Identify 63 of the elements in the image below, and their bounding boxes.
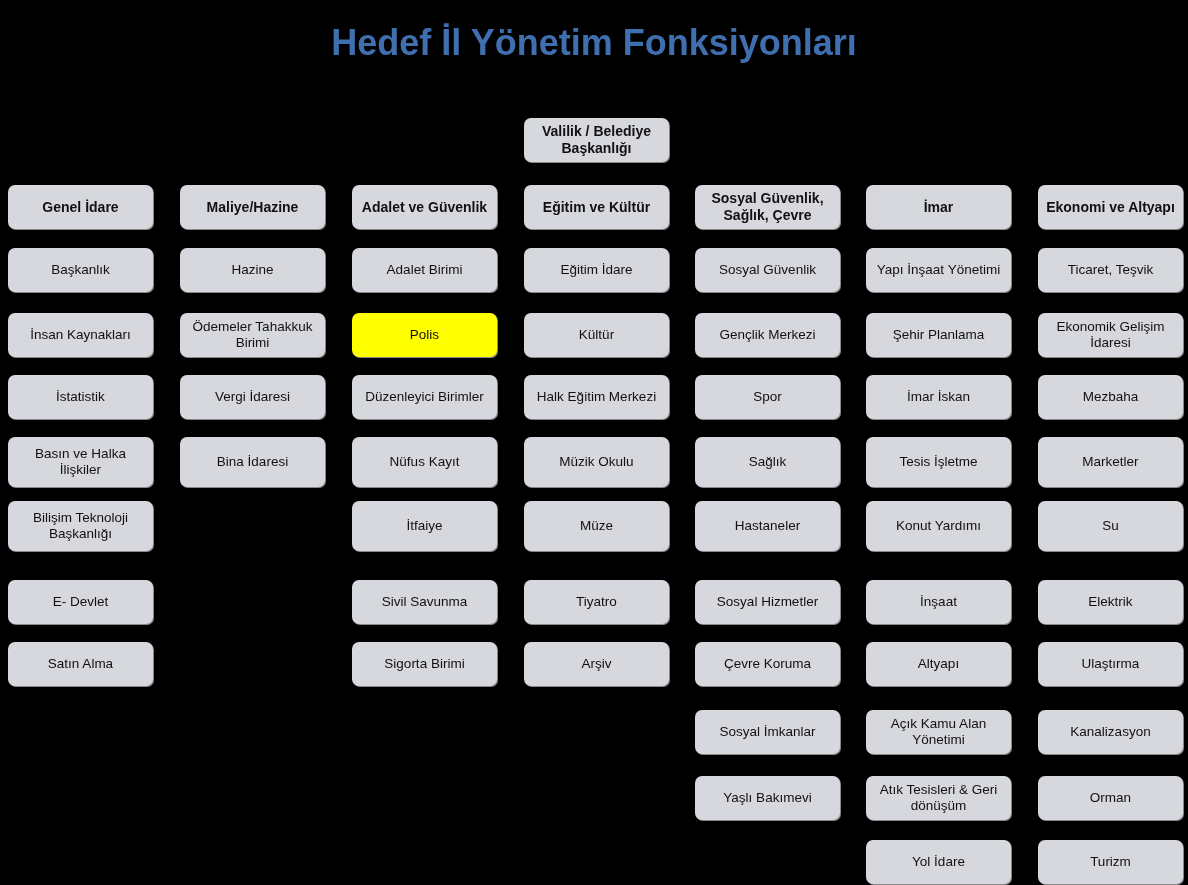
unit-box: Eğitim İdare (524, 248, 669, 292)
department-box: Ekonomi ve Altyapı (1038, 185, 1183, 229)
unit-box: Açık Kamu Alan Yönetimi (866, 710, 1011, 754)
department-box: Genel İdare (8, 185, 153, 229)
unit-box: Sosyal Güvenlik (695, 248, 840, 292)
unit-box: Bina İdaresi (180, 437, 325, 487)
unit-box: E- Devlet (8, 580, 153, 624)
unit-box: İstatistik (8, 375, 153, 419)
unit-box: Kanalizasyon (1038, 710, 1183, 754)
department-box: İmar (866, 185, 1011, 229)
unit-box: Nüfus Kayıt (352, 437, 497, 487)
unit-box: Tiyatro (524, 580, 669, 624)
unit-box: Ekonomik Gelişim İdaresi (1038, 313, 1183, 357)
unit-box: İnsan Kaynakları (8, 313, 153, 357)
unit-box: Spor (695, 375, 840, 419)
unit-box: Düzenleyici Birimler (352, 375, 497, 419)
unit-box: Müzik Okulu (524, 437, 669, 487)
department-box: Adalet ve Güvenlik (352, 185, 497, 229)
unit-box: Hastaneler (695, 501, 840, 551)
unit-box: Sivil Savunma (352, 580, 497, 624)
unit-box: Ödemeler Tahakkuk Birimi (180, 313, 325, 357)
unit-box: Gençlik Merkezi (695, 313, 840, 357)
unit-box: Basın ve Halka İlişkiler (8, 437, 153, 487)
unit-box: Halk Eğitim Merkezi (524, 375, 669, 419)
unit-box: Konut Yardımı (866, 501, 1011, 551)
unit-box: Hazine (180, 248, 325, 292)
unit-box: Polis (352, 313, 497, 357)
unit-box: Satın Alma (8, 642, 153, 686)
unit-box: Şehir Planlama (866, 313, 1011, 357)
unit-box: Atık Tesisleri & Geri dönüşüm (866, 776, 1011, 820)
unit-box: Çevre Koruma (695, 642, 840, 686)
unit-box: Orman (1038, 776, 1183, 820)
unit-box: Tesis İşletme (866, 437, 1011, 487)
unit-box: Ticaret, Teşvik (1038, 248, 1183, 292)
unit-box: Arşiv (524, 642, 669, 686)
title: Hedef İl Yönetim Fonksiyonları (330, 22, 858, 64)
department-box: Eğitim ve Kültür (524, 185, 669, 229)
unit-box: Yol İdare (866, 840, 1011, 884)
unit-box: Vergi İdaresi (180, 375, 325, 419)
unit-box: Ulaştırma (1038, 642, 1183, 686)
unit-box: Elektrik (1038, 580, 1183, 624)
unit-box: Su (1038, 501, 1183, 551)
unit-box: İmar İskan (866, 375, 1011, 419)
unit-box: Başkanlık (8, 248, 153, 292)
unit-box: İtfaiye (352, 501, 497, 551)
unit-box: Sigorta Birimi (352, 642, 497, 686)
unit-box: Müze (524, 501, 669, 551)
unit-box: Altyapı (866, 642, 1011, 686)
unit-box: Kültür (524, 313, 669, 357)
department-box: Maliye/Hazine (180, 185, 325, 229)
unit-box: İnşaat (866, 580, 1011, 624)
unit-box: Mezbaha (1038, 375, 1183, 419)
department-box: Sosyal Güvenlik, Sağlık, Çevre (695, 185, 840, 229)
unit-box: Yapı İnşaat Yönetimi (866, 248, 1011, 292)
department-box: Valilik / Belediye Başkanlığı (524, 118, 669, 162)
unit-box: Sosyal İmkanlar (695, 710, 840, 754)
unit-box: Sosyal Hizmetler (695, 580, 840, 624)
unit-box: Turizm (1038, 840, 1183, 884)
unit-box: Sağlık (695, 437, 840, 487)
unit-box: Yaşlı Bakımevi (695, 776, 840, 820)
unit-box: Adalet Birimi (352, 248, 497, 292)
unit-box: Marketler (1038, 437, 1183, 487)
unit-box: Bilişim Teknoloji Başkanlığı (8, 501, 153, 551)
